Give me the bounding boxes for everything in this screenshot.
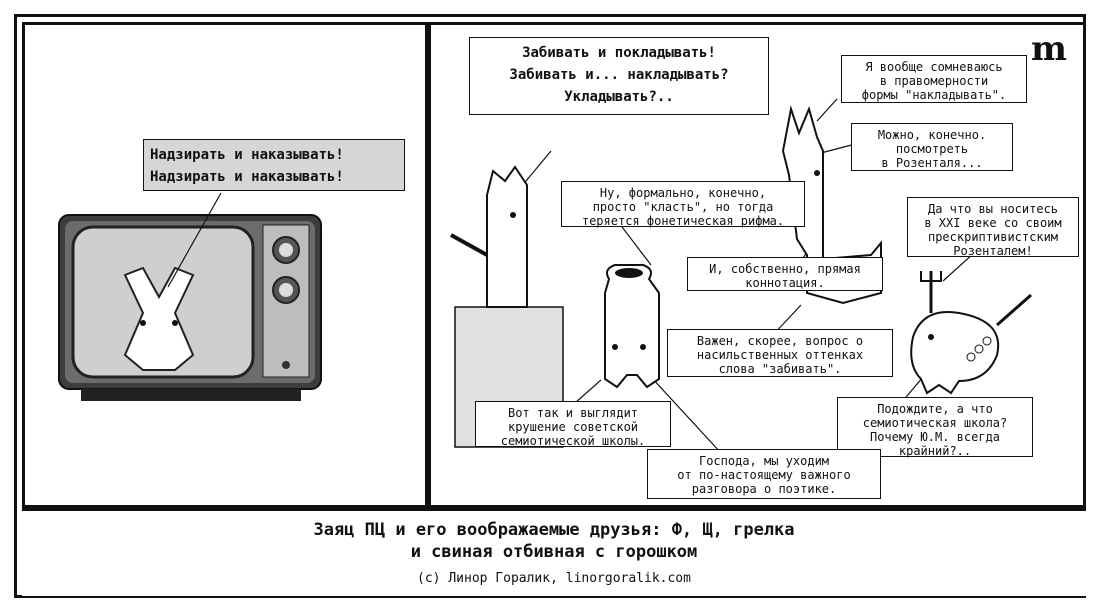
- ph-speech-bubble-1: Я вообще сомневаюсь в правомерности форм…: [841, 55, 1027, 103]
- tv-illustration: [58, 192, 322, 401]
- jug-speech-bubble: Ну, формально, конечно, просто "класть",…: [561, 181, 805, 228]
- jug-speech-bubble-2: Вот так и выглядит крушение советской се…: [475, 401, 671, 448]
- cat-speech-bubble-2: Господа, мы уходим от по-настоящему важн…: [647, 449, 881, 499]
- comic-credit: (с) Линор Горалик, linorgoralik.com: [417, 571, 691, 586]
- ph-speech-bubble-4: Важен, скорее, вопрос о насильственных о…: [667, 329, 893, 377]
- panel-discussion: m: [428, 22, 1086, 508]
- characters-illustration: [450, 98, 1032, 454]
- panel-tv: Надзирать и наказывать! Надзирать и нака…: [22, 22, 428, 508]
- site-logo: m: [1031, 29, 1067, 69]
- caption-area: Заяц ПЦ и его воображаемые друзья: Ф, Щ,…: [22, 508, 1086, 596]
- chop-speech-bubble-2: Подождите, а что семиотическая школа? По…: [837, 397, 1033, 458]
- chop-speech-bubble-1: Да что вы носитесь в XXI веке со своим п…: [907, 197, 1079, 258]
- cat-speech-bubble: Забивать и покладывать! Забивать и... на…: [469, 37, 769, 115]
- ph-speech-bubble-3: И, собственно, прямая коннотация.: [687, 257, 883, 291]
- ph-speech-bubble-2: Можно, конечно. посмотреть в Розенталя..…: [851, 123, 1013, 171]
- comic-title: Заяц ПЦ и его воображаемые друзья: Ф, Щ,…: [313, 520, 795, 562]
- tv-speech-bubble: Надзирать и наказывать! Надзирать и нака…: [143, 139, 405, 191]
